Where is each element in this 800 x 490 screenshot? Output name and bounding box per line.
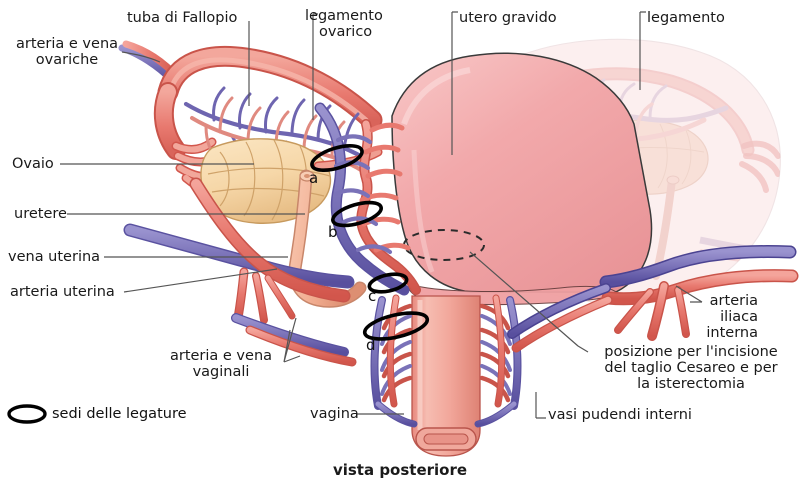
ligature-marker-a — [310, 143, 364, 173]
leader-ovarian-ligament — [312, 13, 318, 120]
legend-label: sedi delle legature — [52, 406, 187, 422]
label-internal-iliac-artery-line1: arteria — [709, 293, 758, 309]
label-ovarian-ligament-line1: legamento — [305, 8, 383, 24]
leader-internal-iliac — [675, 285, 703, 303]
marker-letter-d: d — [366, 336, 376, 354]
label-ovarian-vessels-line2: ovariche — [35, 52, 99, 69]
label-incision-site-line2: del taglio Cesareo e per — [604, 360, 778, 377]
left-fallopian-tube — [153, 45, 383, 196]
marker-letter-b: b — [328, 223, 338, 241]
label-ovarian-vessels-line1: arteria e vena — [15, 36, 119, 52]
ligature-site-markers — [310, 143, 430, 341]
label-fallopian-tube: tuba di Fallopio — [127, 10, 238, 26]
leader-uterine-artery — [123, 268, 278, 293]
ligature-marker-d — [362, 311, 430, 341]
label-ovarian-ligament-line2: ovarico — [319, 24, 373, 41]
leader-ligament — [639, 11, 646, 90]
label-incision-site-line3: la isterectomia — [637, 376, 745, 393]
marker-letter-c: c — [368, 287, 377, 305]
label-ligament: legamento — [647, 10, 725, 26]
figure-caption: vista posteriore — [332, 461, 468, 479]
leader-lines — [60, 11, 703, 419]
label-ovary: Ovaio — [12, 156, 54, 172]
ligature-marker-b — [331, 200, 383, 228]
leader-vaginal-vessels — [283, 317, 301, 363]
label-uterine-artery: arteria uterina — [10, 284, 115, 300]
gravid-uterus-body — [391, 52, 653, 306]
leader-ovarian-vessels — [121, 51, 161, 63]
leader-incision-site — [469, 251, 589, 353]
label-vagina: vagina — [310, 406, 359, 422]
label-ureter: uretere — [14, 206, 67, 222]
label-incision-site-line1: posizione per l'incisione — [604, 344, 778, 360]
label-vaginal-vessels-line1: arteria e vena — [169, 348, 273, 364]
label-internal-iliac-artery-line2: iliaca — [720, 309, 758, 326]
ligature-marker-c — [367, 272, 409, 294]
label-vaginal-vessels-line2: vaginali — [192, 364, 250, 381]
internal-iliac-and-pudendal-vessels — [507, 245, 799, 353]
label-internal-pudendal-vessels: vasi pudendi interni — [548, 407, 692, 423]
label-gravid-uterus: utero gravido — [459, 10, 557, 26]
vagina — [370, 294, 522, 457]
legend-ligature-icon — [7, 404, 47, 424]
label-uterine-vein: vena uterina — [8, 249, 101, 265]
marker-letter-a: a — [309, 169, 319, 187]
vaginal-vessels-left — [231, 313, 357, 367]
leader-pudendal — [535, 392, 546, 419]
cesarean-incision-marker — [403, 229, 485, 261]
label-internal-iliac-artery-line3: interna — [706, 325, 758, 342]
leader-gravid-uterus — [451, 11, 458, 155]
